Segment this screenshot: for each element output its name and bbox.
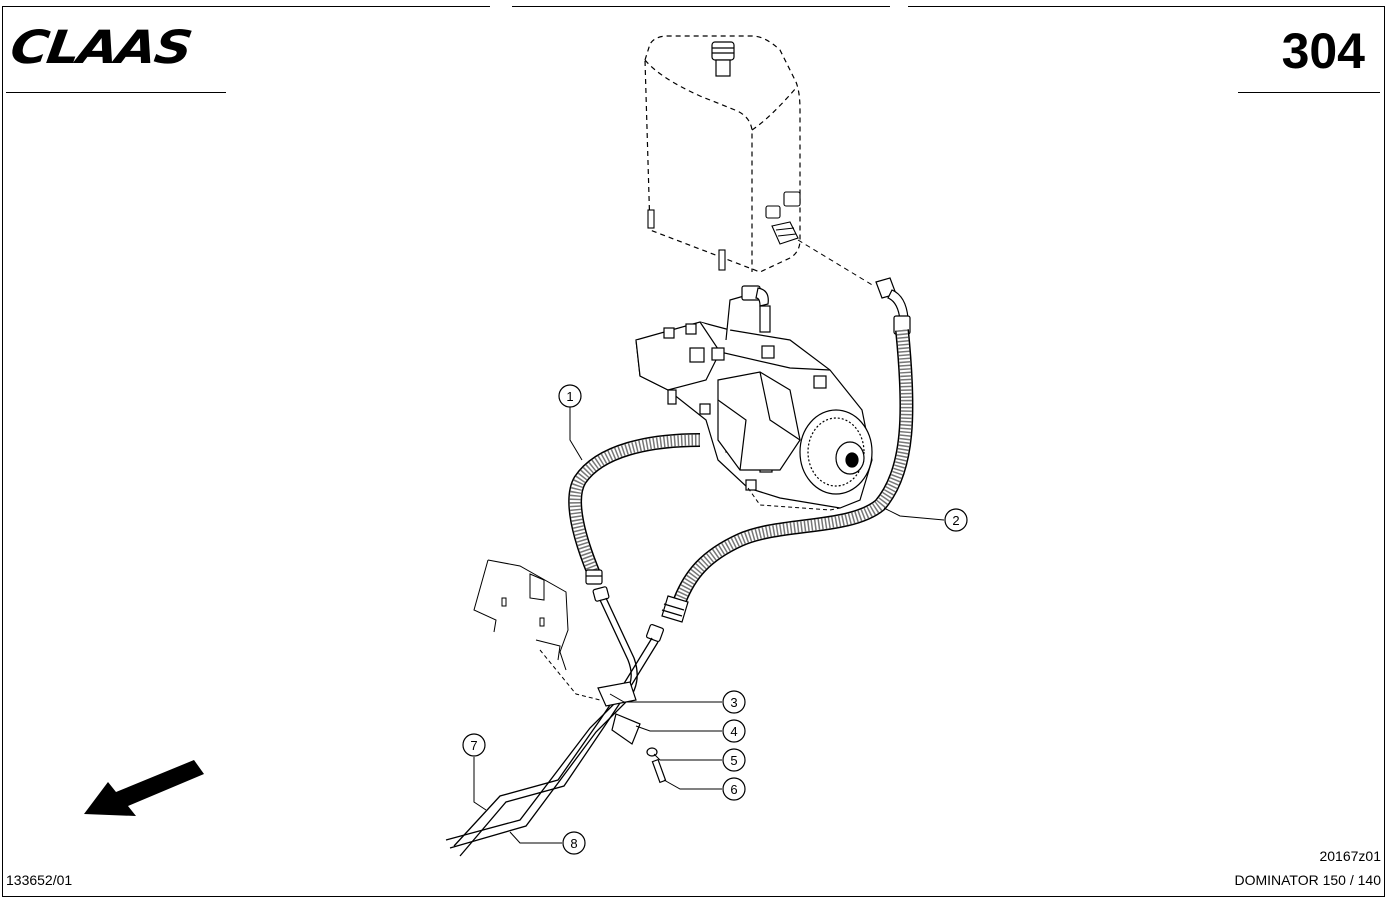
hose-2-elbow-fitting xyxy=(875,277,911,335)
pump-suction-pipe xyxy=(725,285,771,341)
svg-text:2: 2 xyxy=(952,513,959,528)
filler-cap xyxy=(711,41,735,77)
svg-text:1: 1 xyxy=(566,389,573,404)
callout-5: 5 xyxy=(722,748,746,772)
model-name: DOMINATOR 150 / 140 xyxy=(1234,872,1381,888)
callout-4: 4 xyxy=(722,719,746,743)
mounting-bracket xyxy=(473,559,601,701)
document-number: 133652/01 xyxy=(6,872,73,888)
drawing-id: 20167z01 xyxy=(1319,848,1381,864)
tank-studs xyxy=(647,209,726,271)
logo-underline xyxy=(6,92,226,93)
hydraulic-tank xyxy=(644,35,801,273)
callout-6: 6 xyxy=(722,777,746,801)
callout-leaders xyxy=(473,406,945,844)
direction-arrow-icon xyxy=(84,760,204,816)
callout-bubbles: 1 2 3 4 5 6 7 8 xyxy=(462,384,968,855)
hydraulic-pump xyxy=(635,321,873,509)
svg-text:6: 6 xyxy=(730,782,737,797)
bolt xyxy=(651,758,667,784)
callout-1: 1 xyxy=(558,384,582,408)
callout-7: 7 xyxy=(462,733,486,757)
page-number: 304 xyxy=(1281,23,1365,79)
svg-text:8: 8 xyxy=(570,836,577,851)
svg-text:5: 5 xyxy=(730,753,737,768)
svg-text:4: 4 xyxy=(730,724,737,739)
callout-8: 8 xyxy=(562,831,586,855)
tank-fittings xyxy=(765,191,801,245)
callout-2: 2 xyxy=(944,508,968,532)
pipe-clamp xyxy=(597,681,641,745)
svg-text:3: 3 xyxy=(730,695,737,710)
hose-1-end-fitting xyxy=(585,569,610,602)
page-number-underline xyxy=(1238,92,1380,93)
drawing-frame xyxy=(2,6,1385,897)
hose-2-end-fitting xyxy=(645,595,689,643)
callout-3: 3 xyxy=(722,690,746,714)
svg-text:7: 7 xyxy=(470,738,477,753)
dashed-leader xyxy=(797,239,875,287)
